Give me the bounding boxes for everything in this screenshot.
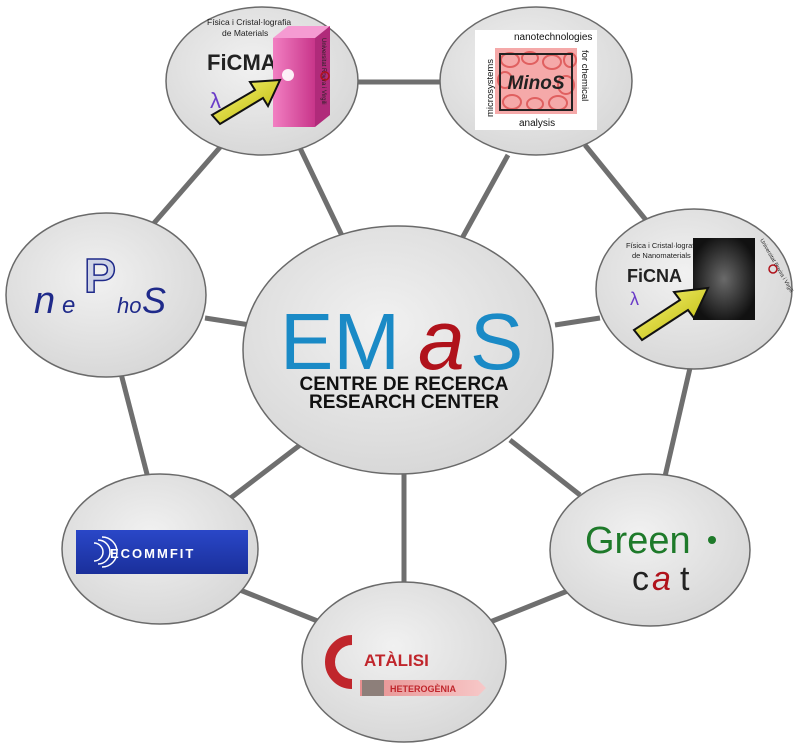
ficna-acronym: FiCNA: [627, 266, 682, 286]
emas-subtitle-line2: RESEARCH CENTER: [309, 392, 499, 413]
minos-left-text: microsystems: [485, 59, 496, 117]
catalisi-title: ATÀLISI: [364, 651, 429, 670]
edge-ecommfit-center: [228, 445, 300, 500]
edge-nephos-center: [205, 318, 250, 325]
ficna-tem-image: [693, 238, 755, 320]
catalisi-texture-icon: [362, 680, 384, 696]
nephos-e: e: [62, 292, 75, 319]
edge-ficna-greencat: [663, 355, 693, 485]
ficma-header-line2: de Materials: [222, 28, 268, 38]
edge-ficna-center: [555, 318, 600, 325]
edge-greencat-catalisi: [490, 590, 570, 622]
ficna-header-line2: de Nanomaterials: [632, 251, 691, 260]
edge-greencat-center: [510, 440, 580, 495]
ficma-light-spot: [282, 69, 294, 81]
edge-minos-ficna: [585, 145, 650, 225]
edge-ficma-center: [300, 148, 345, 242]
ficma-acronym: FiCMA: [207, 50, 277, 75]
nephos-s: S: [142, 280, 166, 321]
greencat-leaf-icon: [708, 536, 716, 544]
minos-logo: nanotechnologies microsystems for chemic…: [475, 30, 597, 130]
greencat-a: a: [652, 560, 671, 598]
nephos-n: n: [34, 280, 55, 322]
greencat-green: Green: [585, 520, 691, 562]
nephos-p: P: [84, 250, 116, 303]
edge-nephos-ficma: [148, 145, 222, 230]
edge-ecommfit-nephos: [118, 362, 148, 478]
emas-text-a: a: [418, 293, 465, 387]
nephos-ho: ho: [117, 293, 141, 318]
ficma-lambda-icon: λ: [210, 88, 221, 113]
emas-text-em: EM: [280, 297, 400, 386]
ecommfit-logo: ECOMMFIT: [76, 530, 248, 574]
edge-catalisi-ecommfit: [240, 590, 320, 622]
greencat-c: c: [632, 560, 649, 598]
edge-minos-center: [460, 155, 508, 242]
emas-text-s: S: [470, 297, 523, 386]
greencat-t: t: [680, 560, 690, 598]
ficna-lambda-icon: λ: [630, 289, 639, 309]
ficna-header-line1: Física i Cristal·lografia: [626, 241, 701, 250]
minos-bottom-text: analysis: [519, 118, 555, 129]
ficma-header-line1: Física i Cristal·lografia: [207, 17, 291, 27]
minos-top-text: nanotechnologies: [514, 32, 592, 43]
minos-name: MinoS: [508, 73, 565, 94]
ecommfit-label: ECOMMFIT: [110, 546, 195, 561]
catalisi-subtitle: HETEROGÈNIA: [390, 684, 457, 694]
minos-right-text: for chemical: [579, 50, 590, 101]
